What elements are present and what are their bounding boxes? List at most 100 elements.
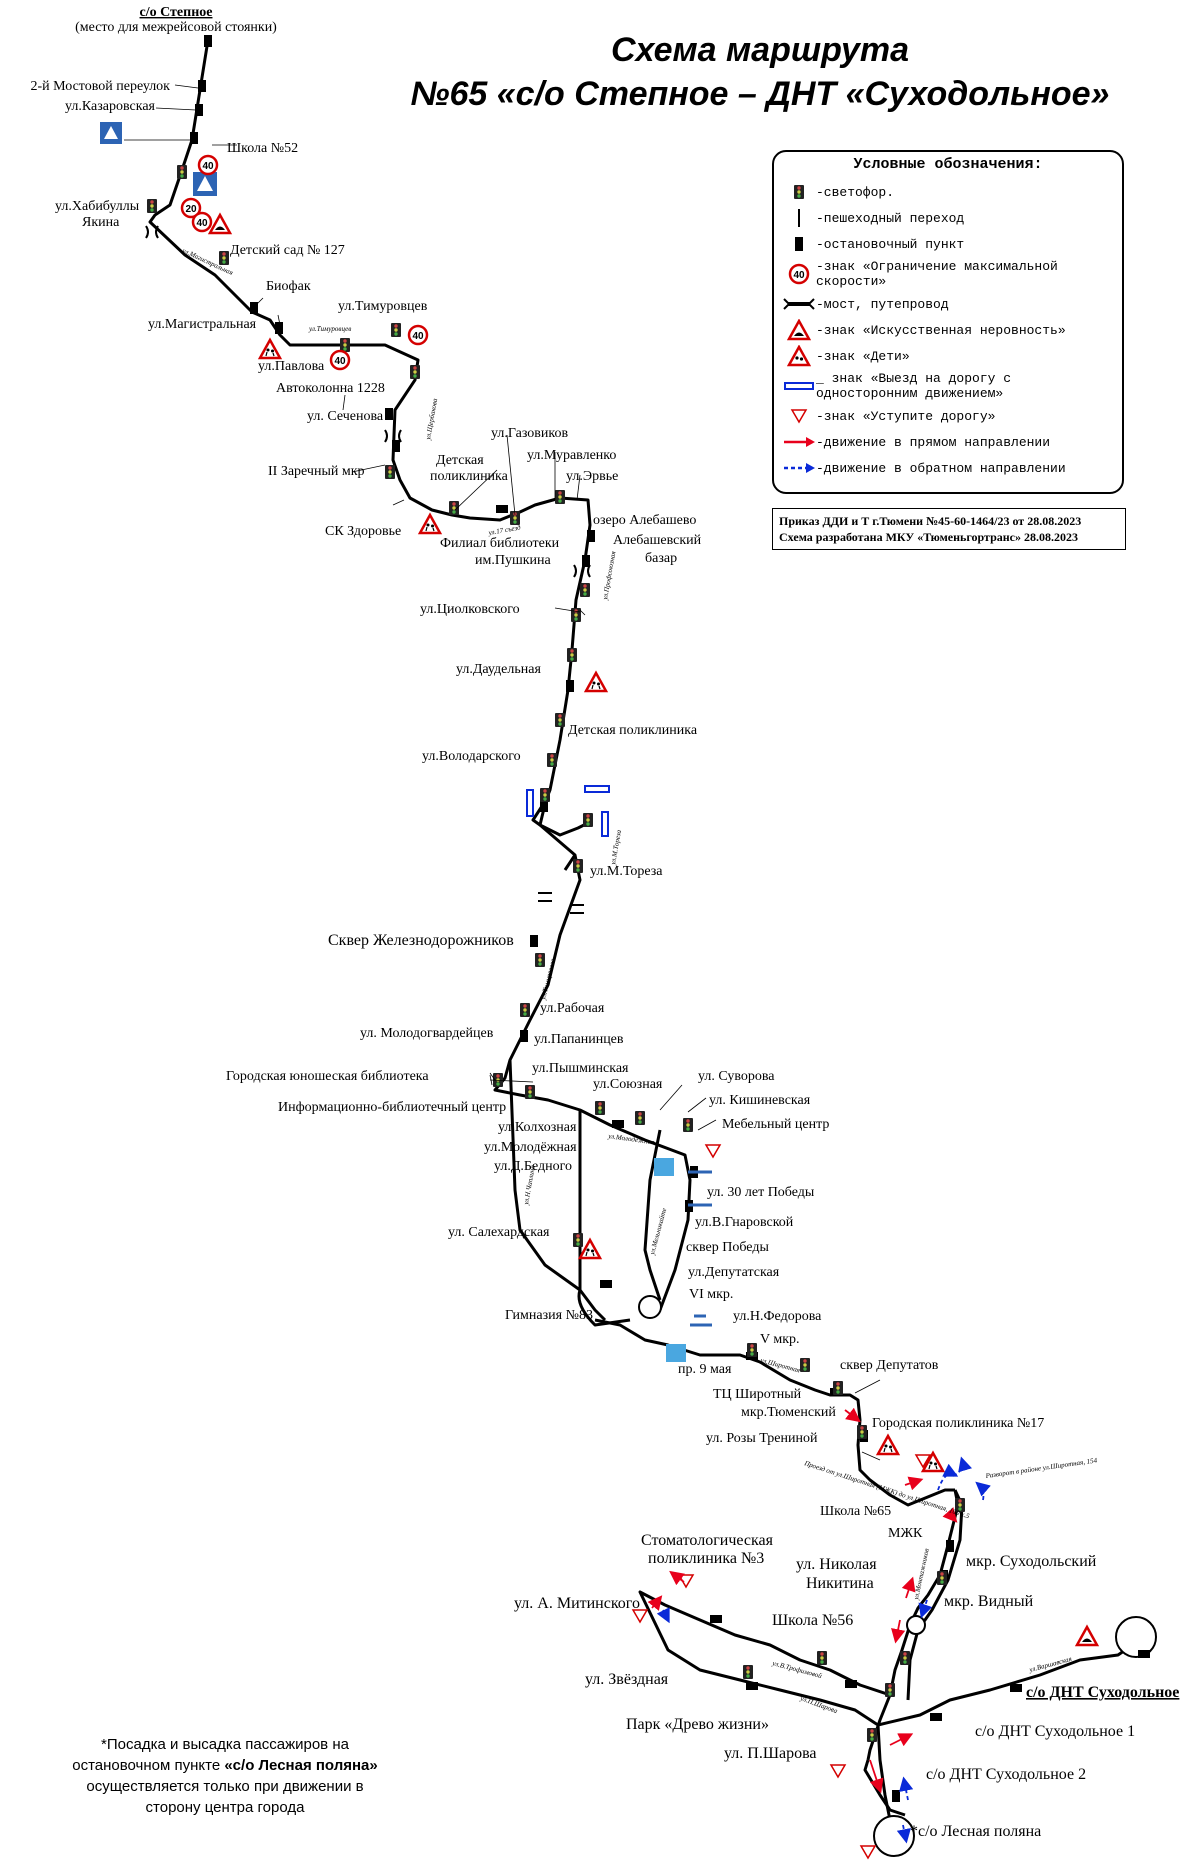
one-way-sign-icon <box>782 375 816 397</box>
legend-item: -пешеходный переход <box>774 205 1122 231</box>
bus-stop-icon <box>782 233 816 255</box>
legend-item: -движение в прямом направлении <box>774 429 1122 455</box>
stop-label: ул.Д.Бедного <box>494 1159 572 1174</box>
stop-label: Детский сад № 127 <box>230 243 345 258</box>
svg-text:40: 40 <box>202 161 214 172</box>
svg-text:ул.Профсоюзная: ул.Профсоюзная <box>601 551 618 602</box>
stop-label: Детская поликлиника <box>568 723 698 738</box>
stop-label: ул. Звёздная <box>585 1671 669 1688</box>
stop-label: Информационно-библиотечный центр <box>278 1100 506 1115</box>
stop-label: Городская юношеская библиотека <box>226 1069 429 1084</box>
stop-label: Городская поликлиника №17 <box>872 1416 1044 1431</box>
legend-item: -светофор. <box>774 179 1122 205</box>
legend-panel: Условные обозначения: -светофор. -пешехо… <box>772 150 1124 494</box>
stop-label: сквер Победы <box>686 1240 769 1255</box>
svg-text:ул.Широтная: ул.Широтная <box>759 1356 801 1375</box>
stop-label: Школа №52 <box>227 141 298 156</box>
stop-label: ул.Муравленко <box>527 448 616 463</box>
stop-label: ул. Сеченова <box>307 409 384 424</box>
svg-text:ул.Тимуровцев: ул.Тимуровцев <box>308 325 351 333</box>
title-line-2: №65 «с/о Степное – ДНТ «Суходольное» <box>410 75 1110 113</box>
stop-label: Сквер Железнодорожников <box>328 932 514 949</box>
stop-label: ул.Н.Федорова <box>733 1309 822 1324</box>
stop-label: ул.М.Тореза <box>590 864 663 879</box>
stop-label: мкр. Видный <box>944 1593 1034 1610</box>
stop-label: сквер Депутатов <box>840 1358 939 1373</box>
legend-item: -остановочный пункт <box>774 231 1122 257</box>
stop-label: ул.Папанинцев <box>534 1032 624 1047</box>
stop-label: Алебашевский <box>613 533 702 548</box>
leader-lines <box>124 84 881 1461</box>
stop-label: ул.Хабибуллы <box>55 199 140 214</box>
stop-label: Парк «Древо жизни» <box>626 1716 769 1733</box>
stop-label: Автоколонна 1228 <box>276 381 385 396</box>
svg-text:40: 40 <box>412 331 424 342</box>
svg-text:40: 40 <box>793 270 805 281</box>
legend-item: -знак «Дети» <box>774 343 1122 369</box>
stop-label: ул. 30 лет Победы <box>707 1185 815 1200</box>
legend-heading: Условные обозначения: <box>853 156 1043 173</box>
stop-label: Школа №56 <box>772 1612 853 1629</box>
svg-text:ул.П.Шарова: ул.П.Шарова <box>798 1694 839 1715</box>
speed-bump-sign-icon <box>782 319 816 341</box>
stop-label: с/о ДНТ Суходольное 2 <box>926 1766 1086 1783</box>
stop-label: им.Пушкина <box>475 553 552 568</box>
stop-label: Биофак <box>266 279 311 294</box>
stop-label: ТЦ Широтный <box>713 1387 802 1402</box>
stop-label: V мкр. <box>760 1332 800 1347</box>
stop-label: ул.Эрвье <box>566 469 618 484</box>
direction-arrows <box>647 1407 991 1844</box>
stop-label: ул. А. Митинского <box>514 1595 640 1612</box>
legend-item: -мост, путепровод <box>774 291 1122 317</box>
stop-label: ул.Рабочая <box>540 1001 605 1016</box>
stop-label: VI мкр. <box>689 1287 733 1302</box>
stop-label: озеро Алебашево <box>593 513 696 528</box>
legend-item: _ знак «Выезд на дорогу с односторонним … <box>774 369 1122 403</box>
stop-label: 2-й Мостовой переулок <box>30 79 170 94</box>
svg-text:40: 40 <box>196 218 208 229</box>
stop-label: ул.Пышминская <box>532 1061 629 1076</box>
title-line-1: Схема маршрута <box>610 31 910 69</box>
stop-label: базар <box>645 551 677 566</box>
svg-text:ул.М.Тореза: ул.М.Тореза <box>609 829 623 867</box>
page-title: Схема маршрута №65 «с/о Степное – ДНТ «С… <box>360 28 1160 116</box>
stop-label: *с/о Лесная поляна <box>910 1823 1041 1840</box>
svg-text:40: 40 <box>334 356 346 367</box>
stop-label: мкр. Суходольский <box>966 1553 1097 1570</box>
stop-label: II Заречный мкр <box>268 464 365 479</box>
stop-label: ул.Союзная <box>593 1077 663 1092</box>
svg-text:ул.Мельникайте: ул.Мельникайте <box>648 1207 668 1256</box>
stop-label: ул. Суворова <box>698 1069 775 1084</box>
stop-label: ул.Тимуровцев <box>338 299 428 314</box>
stop-label: МЖК <box>888 1526 923 1541</box>
stop-label: ул.Депутатская <box>688 1265 780 1280</box>
stop-label: ул.Павлова <box>258 359 325 374</box>
stop-label: ул.Циолковского <box>420 602 520 617</box>
stop-label: с/о ДНТ Суходольное 1 <box>975 1723 1135 1740</box>
terminal-end-label: с/о ДНТ Суходольное <box>1026 1684 1179 1701</box>
stop-label: ул. Николая <box>796 1556 877 1573</box>
order-info-box: Приказ ДДИ и Т г.Тюмени №45-60-1464/23 о… <box>772 508 1126 550</box>
stop-label: Якина <box>82 215 120 230</box>
stop-label: ул. П.Шарова <box>724 1745 817 1762</box>
order-line-2: Схема разработана МКУ «Тюменьгортранс» 2… <box>779 530 1078 544</box>
svg-text:20: 20 <box>185 204 197 215</box>
stop-label: ул. Розы Трениной <box>706 1431 818 1446</box>
speed-limit-icon: 40 <box>782 263 816 285</box>
svg-text:Разворот в районе ул.Широтная,: Разворот в районе ул.Широтная, 154 <box>984 1456 1098 1480</box>
stop-label: ул.Газовиков <box>491 426 568 441</box>
stop-label: ул.Даудельная <box>456 662 541 677</box>
stop-label: мкр.Тюменский <box>741 1405 836 1420</box>
stop-label: ул.Казаровская <box>65 99 156 114</box>
legend-item: 40 -знак «Ограничение максимальной скоро… <box>774 257 1122 291</box>
forward-arrow-icon <box>782 431 816 453</box>
bridge-icon <box>782 293 816 315</box>
stop-label: Никитина <box>806 1575 874 1592</box>
yield-sign-icon <box>782 405 816 427</box>
stop-label: ул. Молодогвардейцев <box>360 1026 494 1041</box>
stop-label: ул.Магистральная <box>148 317 257 332</box>
stop-labels: с/о Степное (место для межрейсовой стоян… <box>30 5 1179 1840</box>
terminal-start-label: с/о Степное <box>140 5 213 20</box>
stop-label: ул.Володарского <box>422 749 521 764</box>
stop-label: Гимназия №83 <box>505 1308 593 1323</box>
